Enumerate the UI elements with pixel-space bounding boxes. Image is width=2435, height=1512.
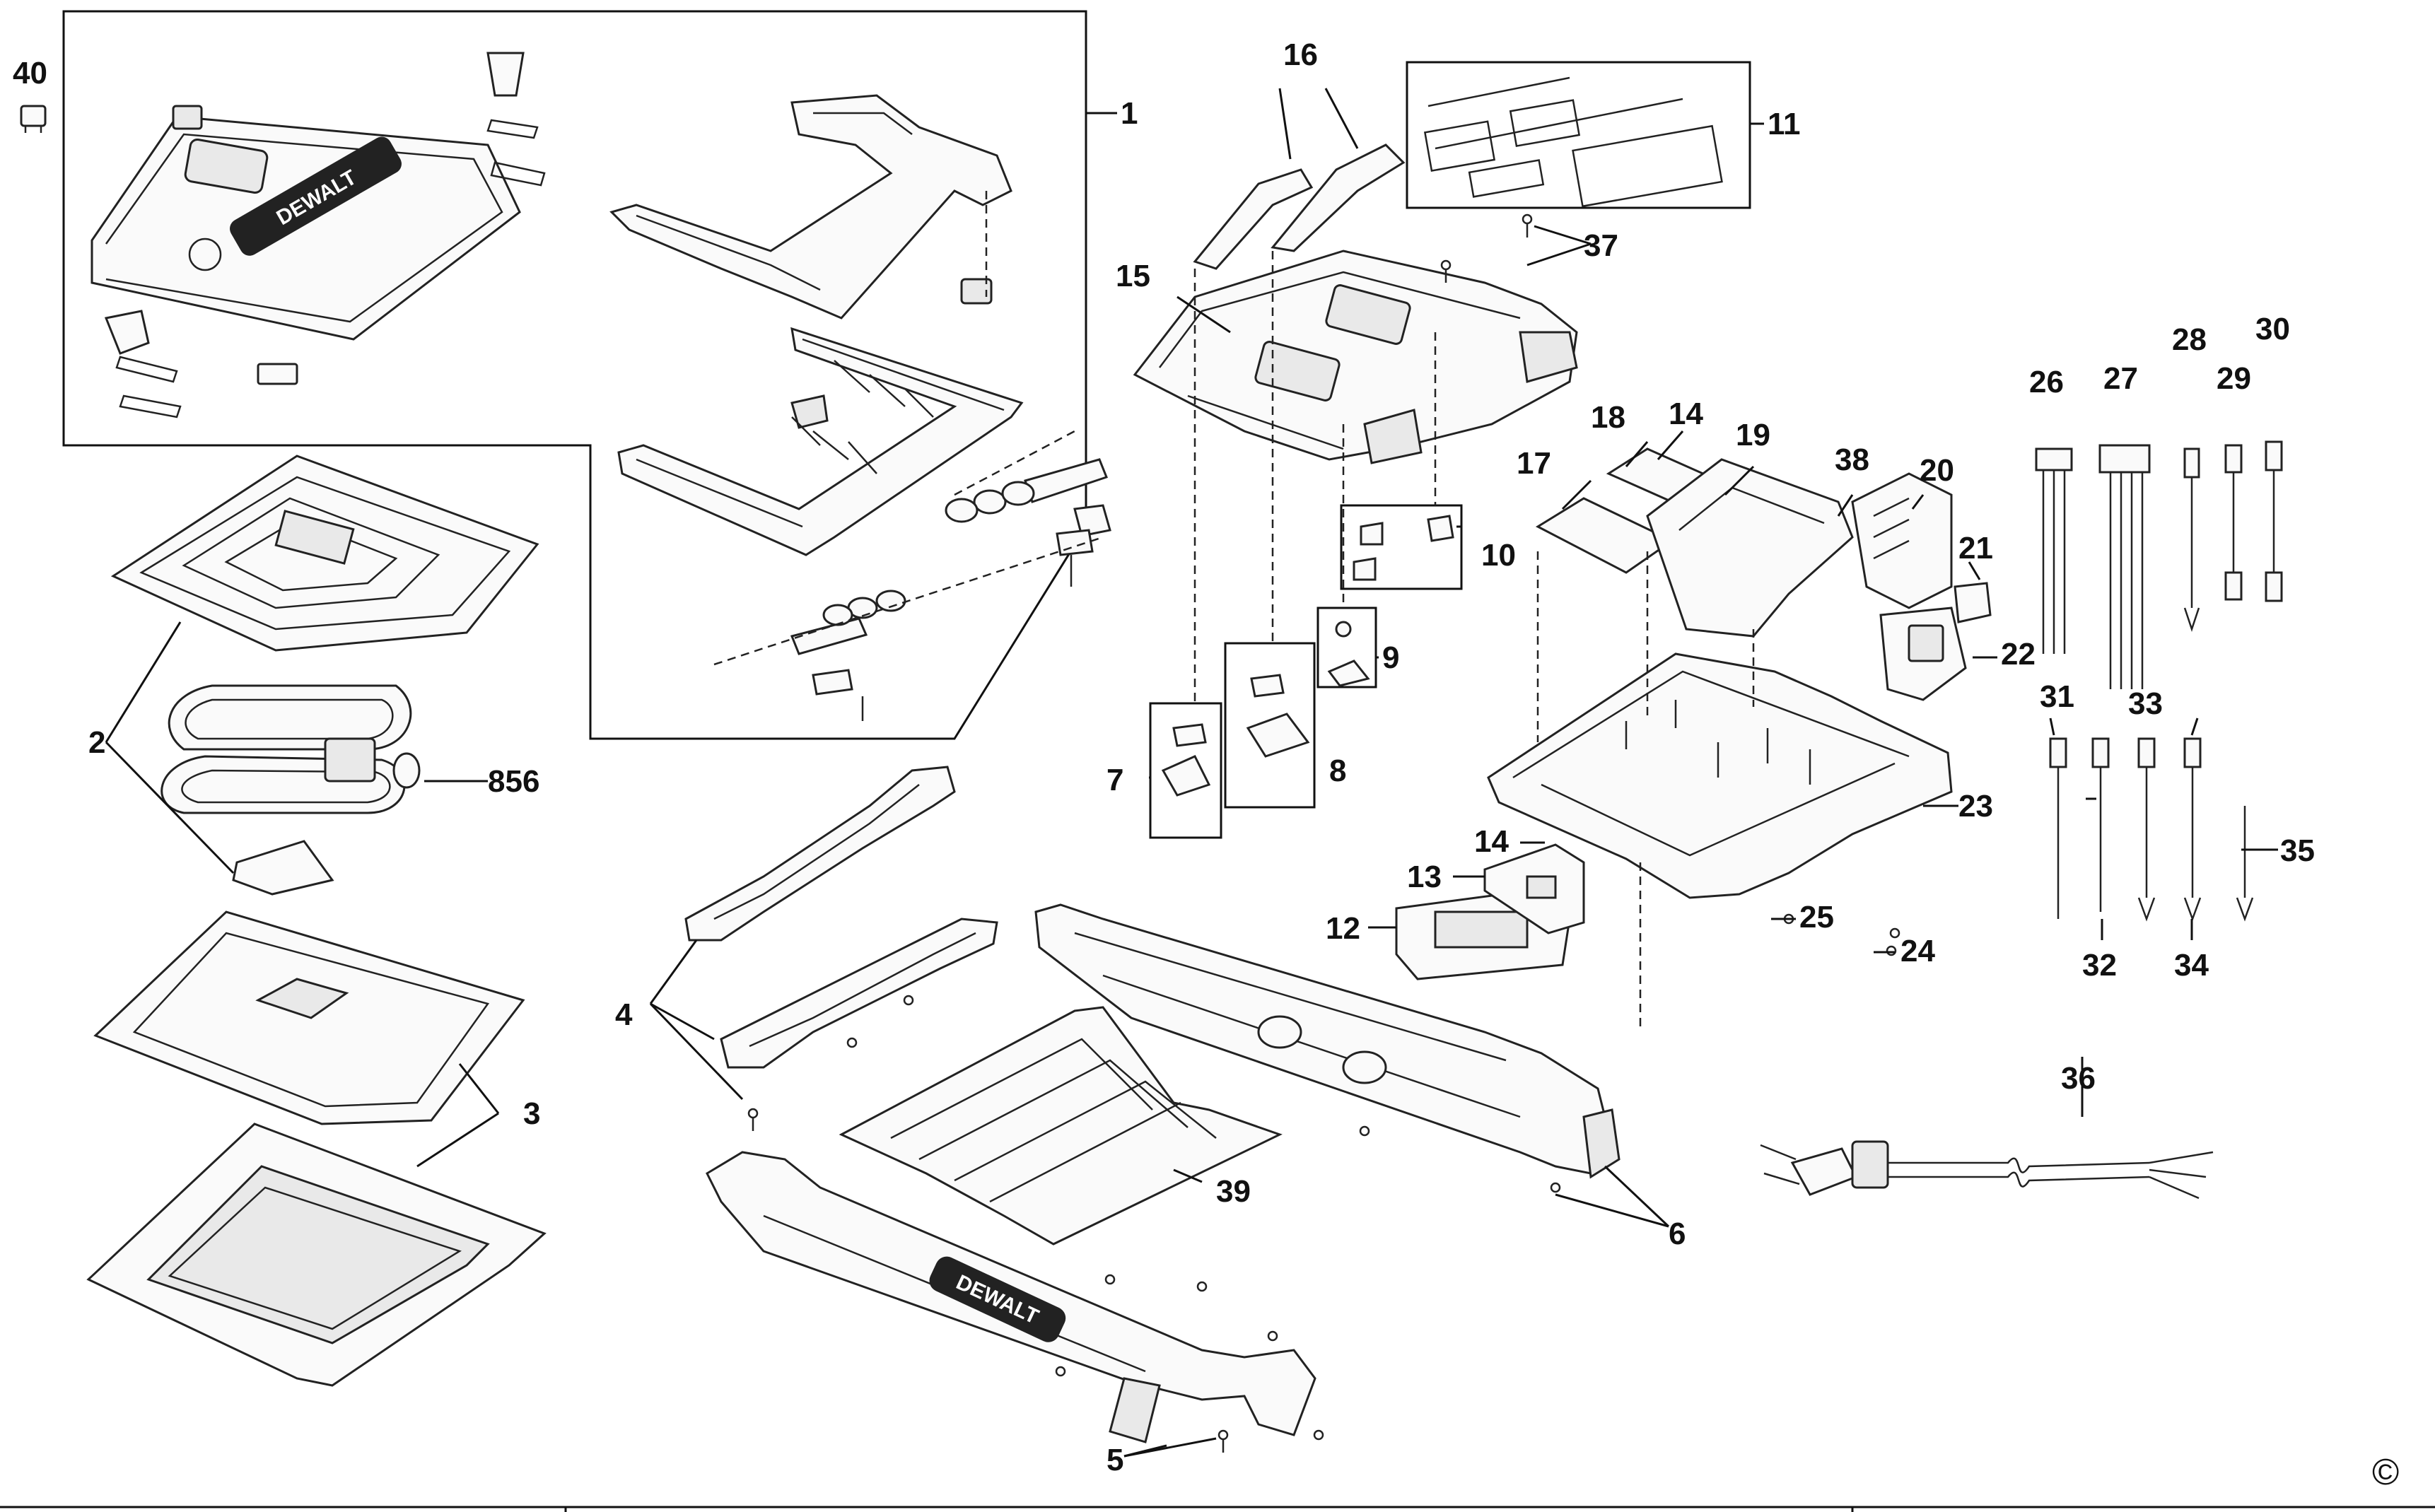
callout-40: 40 xyxy=(13,56,47,90)
part-35-wire xyxy=(2236,806,2254,922)
callout-20: 20 xyxy=(1920,453,1954,488)
screws xyxy=(747,213,1900,1453)
callout-18: 18 xyxy=(1591,400,1625,435)
callout-27: 27 xyxy=(2103,361,2138,396)
callout-12: 12 xyxy=(1326,911,1360,946)
part-4-handles xyxy=(684,766,998,1069)
part-31-wire xyxy=(2049,737,2067,919)
part-34-wire xyxy=(2183,737,2202,922)
callout-5: 5 xyxy=(1106,1443,1123,1477)
part-36-power-cord xyxy=(1760,1140,2214,1200)
part-30-wire xyxy=(2265,440,2283,602)
callout-7: 7 xyxy=(1106,763,1123,797)
part-1-top-cover: DEWALT xyxy=(90,52,546,418)
part-13-display-board xyxy=(1483,843,1585,934)
part-856-lamp xyxy=(160,684,421,814)
callout-38: 38 xyxy=(1835,443,1869,477)
callout-33: 33 xyxy=(2128,686,2163,721)
part-1-handle-frame xyxy=(609,94,1012,429)
callout-28: 28 xyxy=(2172,322,2207,357)
part-1-lower-frame xyxy=(617,191,1111,721)
callout-3: 3 xyxy=(523,1096,540,1131)
callout-25: 25 xyxy=(1799,900,1834,934)
part-33-wire xyxy=(2137,737,2156,922)
part-29-wire xyxy=(2224,444,2243,601)
part-20-heatsink xyxy=(1851,472,1953,609)
part-32-wire xyxy=(2091,737,2110,912)
part-3-lens xyxy=(93,910,525,1125)
callout-29: 29 xyxy=(2217,361,2251,396)
part-3-frame xyxy=(86,1123,547,1387)
callout-labels: 40 1 16 11 37 15 18 14 19 38 20 17 10 21… xyxy=(13,37,2399,1493)
part-22-cover xyxy=(1879,606,1967,701)
part-10-switch-assembly xyxy=(1340,504,1463,590)
callout-13: 13 xyxy=(1407,860,1442,894)
callout-14-top: 14 xyxy=(1669,397,1703,431)
callout-35: 35 xyxy=(2280,833,2315,868)
part-23-base-housing xyxy=(1487,652,1953,899)
callout-32: 32 xyxy=(2082,948,2117,983)
leader-lines xyxy=(105,88,2278,1458)
callout-37: 37 xyxy=(1584,228,1618,263)
part-21-clip xyxy=(1954,582,1992,623)
callout-21: 21 xyxy=(1958,531,1993,565)
callout-36: 36 xyxy=(2061,1061,2096,1096)
part-6-rear-bar xyxy=(1034,903,1621,1179)
callout-856: 856 xyxy=(488,764,539,799)
copyright-symbol: © xyxy=(2372,1452,2399,1493)
callout-17: 17 xyxy=(1517,446,1551,481)
callout-4: 4 xyxy=(615,997,633,1032)
callout-31: 31 xyxy=(2040,679,2074,714)
callout-39: 39 xyxy=(1216,1174,1251,1209)
callout-16: 16 xyxy=(1283,37,1318,72)
callout-8: 8 xyxy=(1329,754,1346,788)
callout-24: 24 xyxy=(1900,934,1935,968)
callout-23: 23 xyxy=(1958,789,1993,824)
part-11-label-sheet xyxy=(1406,61,1751,209)
callout-26: 26 xyxy=(2029,365,2064,399)
part-15-top-housing xyxy=(1133,250,1578,464)
part-27-wire-harness xyxy=(2098,444,2151,689)
part-17-pcb xyxy=(1535,497,1674,574)
callout-30: 30 xyxy=(2255,312,2290,346)
part-9-switch-assembly xyxy=(1316,606,1377,688)
part-39-base-plate xyxy=(839,1006,1283,1246)
part-40-switch xyxy=(20,105,47,133)
callout-14-bottom: 14 xyxy=(1474,824,1509,859)
callout-11: 11 xyxy=(1768,107,1801,141)
part-1-group-frame xyxy=(62,10,1087,740)
callout-15: 15 xyxy=(1116,259,1150,293)
part-26-wire-harness xyxy=(2035,447,2073,654)
callout-2: 2 xyxy=(88,725,105,760)
callout-6: 6 xyxy=(1669,1217,1686,1251)
callout-34: 34 xyxy=(2174,948,2209,983)
part-2-reflector-cover xyxy=(110,455,539,896)
callout-10: 10 xyxy=(1481,538,1516,573)
part-28-wire xyxy=(2183,447,2200,632)
callout-19: 19 xyxy=(1736,418,1770,452)
part-16-latches xyxy=(1193,143,1406,270)
callout-9: 9 xyxy=(1382,640,1399,675)
part-5-bottom-bar: DEWALT xyxy=(706,1151,1316,1443)
assembly-guide-lines xyxy=(1193,251,1755,1032)
part-7-switch-assembly xyxy=(1149,702,1222,839)
callout-22: 22 xyxy=(2001,637,2036,672)
part-8-switch-assembly xyxy=(1224,642,1316,809)
callout-1: 1 xyxy=(1121,96,1138,131)
